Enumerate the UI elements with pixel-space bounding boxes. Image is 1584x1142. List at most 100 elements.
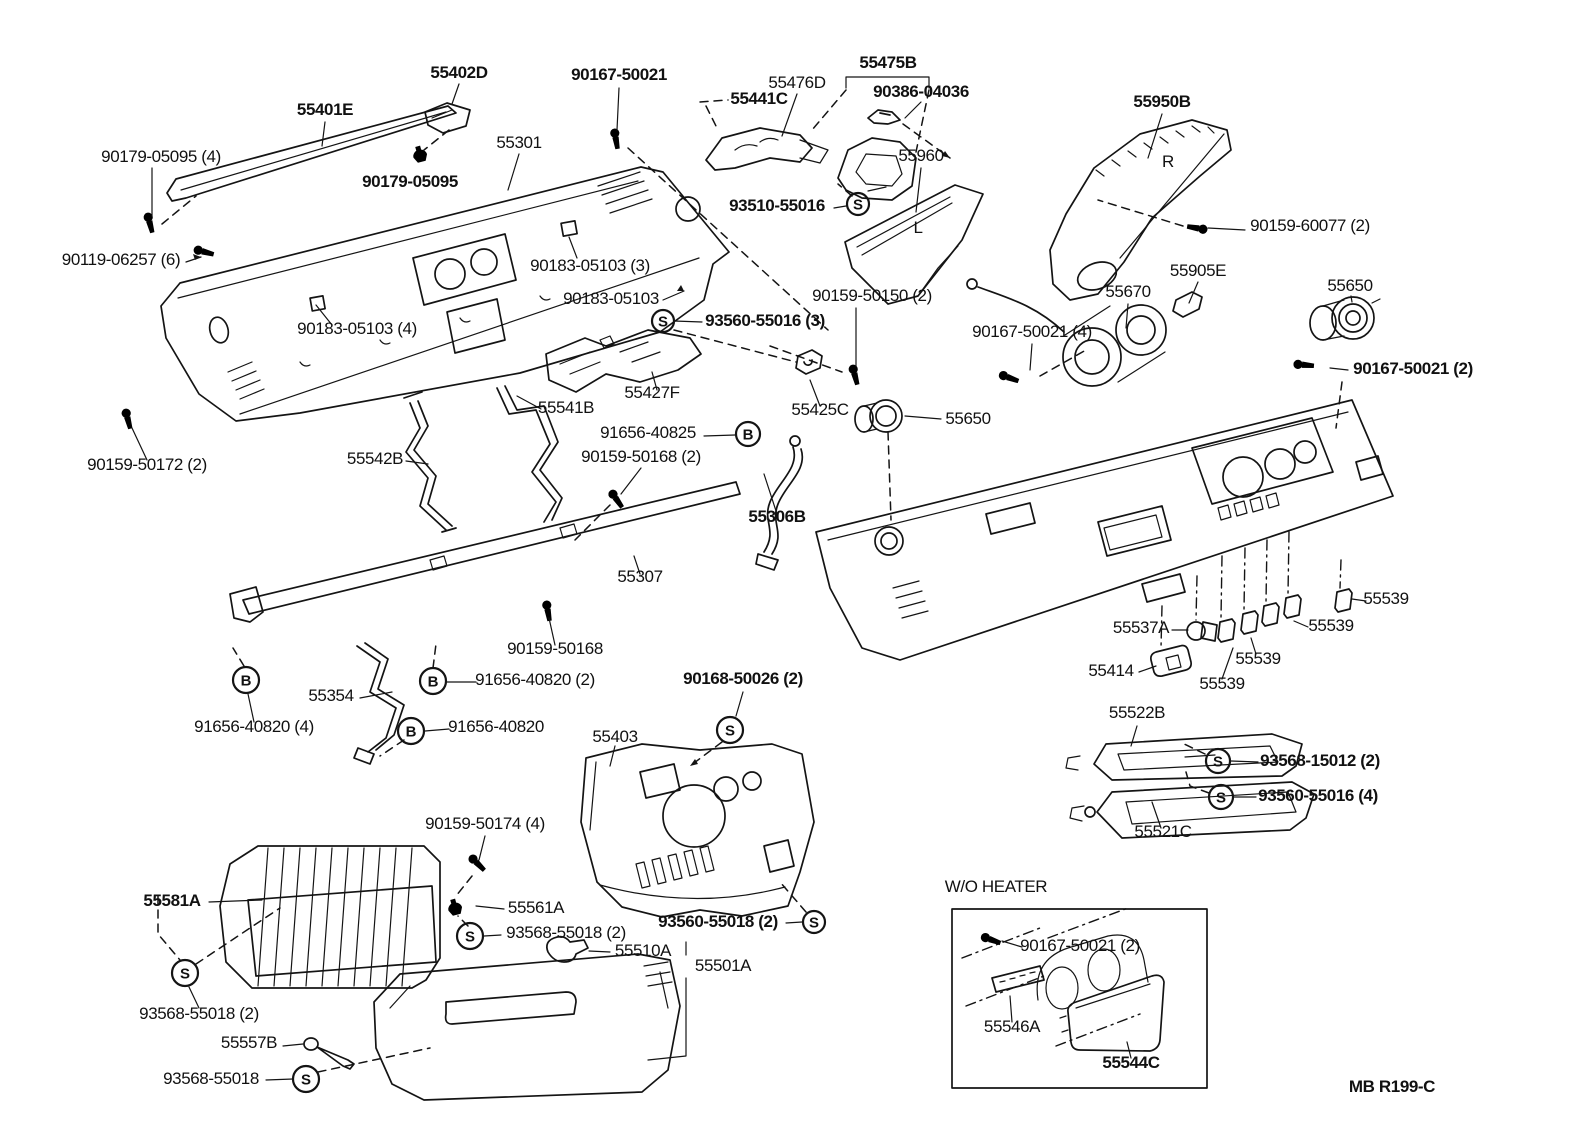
part-label: 90386-04036 [873,82,969,101]
part-lower-finish-panel [815,399,1394,661]
leader-lines [131,83,1367,1081]
callout-s-icon: S [1204,747,1232,775]
part-label: 90159-50174 (4) [425,814,545,833]
svg-text:B: B [428,674,439,691]
part-label: 55522B [1109,703,1165,722]
part-55403-cluster-finish-panel [580,743,815,918]
part-label: 55544C [1102,1053,1159,1072]
part-label: 55670 [1105,282,1150,301]
part-label: 55402D [430,63,487,82]
part-label: 55960 [898,146,943,165]
label-layer: 55402D 90167-50021 55476D 55475B 55441C 90386… [62,53,1473,1096]
part-label: 90167-50021 (2) [1353,359,1473,378]
svg-text:S: S [1216,790,1226,807]
part-label: MB R199-C [1349,1077,1435,1096]
svg-text:B: B [406,724,417,741]
svg-text:B: B [241,673,252,690]
part-label: 90159-50168 (2) [581,447,701,466]
part-label: 55441C [730,89,787,108]
part-label: 55521C [1134,822,1191,841]
callout-s-icon: S [845,191,871,217]
part-55414-clip [1150,644,1192,678]
part-label: 55561A [508,898,565,917]
part-label: 55414 [1088,661,1133,680]
callout-b-icon: B [418,666,448,696]
callout-b-icon: B [734,420,762,448]
part-label: 55650 [1327,276,1372,295]
part-label: 55542B [347,449,403,468]
part-label: 55537A [1113,618,1170,637]
part-label: 55476D [768,73,825,92]
part-label: 90179-05095 [362,172,458,191]
part-label: L [913,218,922,237]
part-label: 55539 [1235,649,1280,668]
part-label: 55301 [496,133,541,152]
part-label: 90168-50026 (2) [683,669,803,688]
part-label: 93560-55016 (4) [1258,786,1378,805]
part-55581a-glove-housing [219,845,441,989]
part-55401e-molding [166,105,457,202]
part-label: 93510-55016 [729,196,825,215]
part-label: 55905E [1170,261,1226,280]
part-label: 93560-55016 (3) [705,311,825,330]
part-55537a-grommet [1186,621,1218,642]
part-label: 90159-50168 [507,639,603,658]
svg-text:S: S [809,915,819,932]
svg-text:B: B [743,427,754,444]
part-55541b-brace [496,385,563,523]
part-55960-duct [844,184,984,305]
part-label: 55541B [538,398,594,417]
callout-b-icon: B [396,716,426,746]
part-label: 93568-15012 (2) [1260,751,1380,770]
part-55544c-cover [1059,974,1165,1052]
part-label: 55475B [859,53,916,72]
part-55307-reinforcement [229,481,741,623]
part-55354-brace [353,642,405,765]
part-label: 91656-40820 (4) [194,717,314,736]
part-label: 90167-50021 (2) [1020,936,1140,955]
part-label: 90183-05103 (4) [297,319,417,338]
part-55402d-pad [424,102,471,134]
part-label: 55650 [945,409,990,428]
part-label: 91656-40820 (2) [475,670,595,689]
callout-s-icon: S [455,921,485,951]
part-label: 90159-50172 (2) [87,455,207,474]
part-55539-clips [1217,588,1353,643]
diagram-artwork [120,76,1394,1101]
part-label: 55403 [592,727,637,746]
part-label: 55539 [1308,616,1353,635]
part-55301-instrument-panel [160,166,730,422]
part-label: 93568-55018 (2) [139,1004,259,1023]
part-55501a-glove-door [373,953,681,1101]
callout-s-icon: S [715,715,745,745]
part-label: 90159-60077 (2) [1250,216,1370,235]
part-label: 90159-50150 (2) [812,286,932,305]
part-label: 55425C [791,400,848,419]
part-label: 55307 [617,567,662,586]
svg-text:S: S [853,197,863,214]
inset-wo-heater [951,907,1208,1089]
part-label: 90167-50021 [571,65,667,84]
part-label: 90167-50021 (4) [972,322,1092,341]
part-label: 55306B [748,507,805,526]
part-55306b-brace [755,435,804,571]
svg-text:S: S [301,1072,311,1089]
callout-s-icon: S [1207,783,1235,811]
part-55546a-plate [991,965,1045,993]
part-label: W/O HEATER [945,877,1048,896]
part-label: 55510A [615,941,672,960]
part-label: 90179-05095 (4) [101,147,221,166]
svg-text:S: S [465,929,475,946]
part-55425c-bracket [795,349,823,375]
part-label: 55539 [1199,674,1244,693]
callout-s-icon: S [801,909,827,935]
part-label: 90183-05103 (3) [530,256,650,275]
part-label: 55427F [624,383,679,402]
part-55650-lighter-right [1309,296,1381,341]
part-label: 55546A [984,1017,1041,1036]
part-label: 55557B [221,1033,277,1052]
part-label: 93568-55018 (2) [506,923,626,942]
callout-s-icon: S [650,308,676,334]
